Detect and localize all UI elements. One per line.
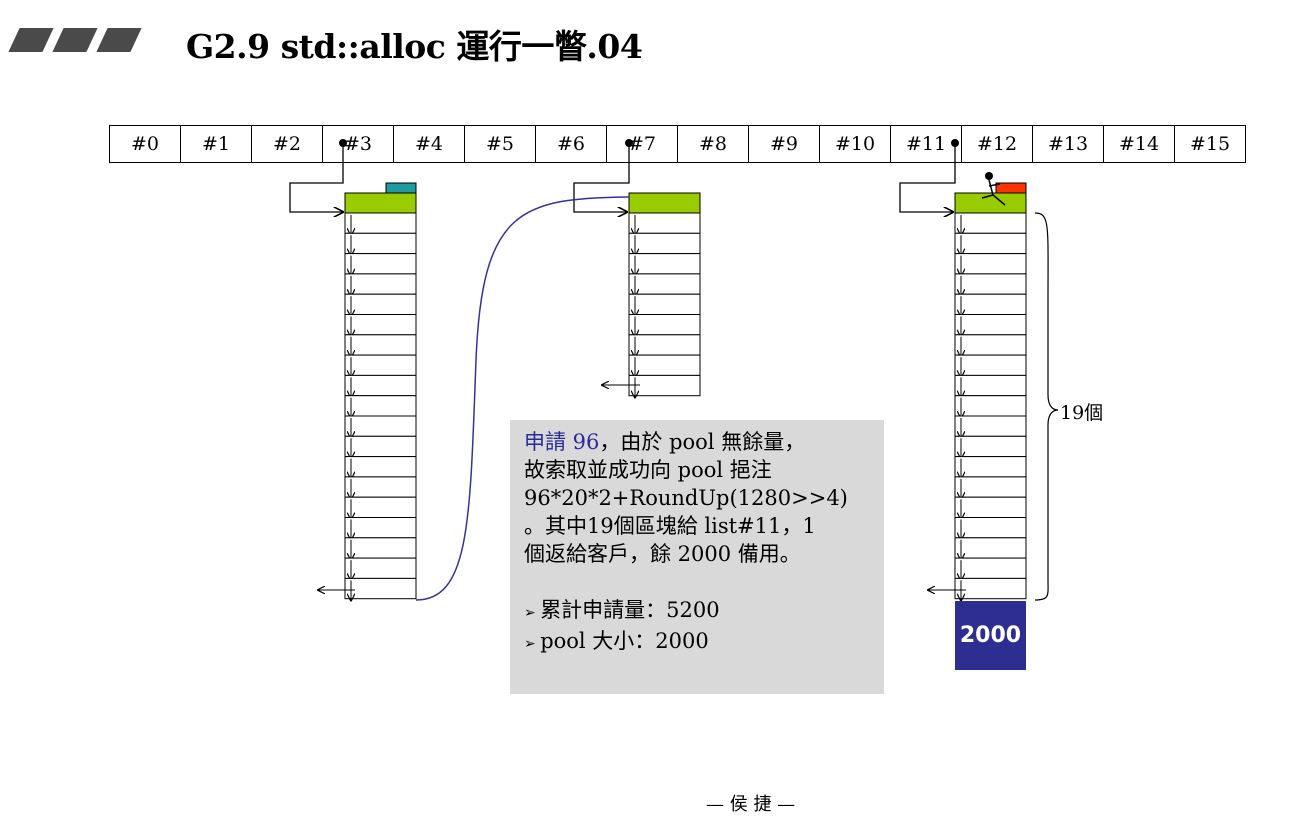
slot-0: #0 — [109, 125, 181, 163]
list7-chunk — [628, 212, 701, 234]
list11-chunk — [954, 354, 1027, 376]
list3-chunk — [344, 476, 417, 498]
slot11-pointer — [899, 143, 956, 212]
list11-chunk — [954, 435, 1027, 458]
list11-chunk — [954, 293, 1027, 316]
list11-chunk — [954, 232, 1027, 255]
bullet-total-requested: 累計申請量：5200 — [524, 596, 870, 627]
slot-13: #13 — [1032, 125, 1104, 163]
slot-6: #6 — [535, 125, 607, 163]
list3-chunk — [344, 395, 417, 417]
page-title: G2.9 std::alloc 運行一瞥.04 — [186, 27, 643, 66]
slot-7: #7 — [606, 125, 678, 163]
figure-head-icon — [985, 172, 993, 180]
slot-3: #3 — [322, 125, 394, 163]
list7-chunk — [628, 253, 701, 275]
list3-chunk — [344, 314, 417, 336]
slot-2: #2 — [251, 125, 323, 163]
list3-tag — [385, 182, 417, 194]
list3-chunk — [344, 537, 417, 559]
list11-chunk — [954, 517, 1027, 539]
slot-8: #8 — [677, 125, 749, 163]
list11-chunk — [954, 273, 1027, 295]
list3-chunk — [344, 354, 417, 376]
list3-chunk — [344, 212, 417, 234]
list7-chunk — [628, 314, 701, 336]
list3-chunk — [344, 456, 417, 478]
list3-header — [344, 192, 417, 214]
slot-5: #5 — [464, 125, 536, 163]
list3-chunk — [344, 415, 417, 437]
slot7-pointer — [573, 143, 630, 212]
list11-chunk — [954, 253, 1027, 275]
list7-chunk — [628, 293, 701, 316]
list11-chunk — [954, 456, 1027, 478]
slot-12: #12 — [961, 125, 1033, 163]
slot-9: #9 — [748, 125, 820, 163]
list11-chunk — [954, 557, 1027, 579]
free-list-array: #0 #1 #2 #3 #4 #5 #6 #7 #8 #9 #10 #11 #1… — [109, 125, 1246, 163]
list3-chunk — [344, 496, 417, 519]
slot-4: #4 — [393, 125, 465, 163]
figure-body-icon — [981, 179, 1006, 206]
list11-chunk — [954, 212, 1027, 234]
slot3-pointer — [289, 143, 343, 212]
list3-chunk — [344, 517, 417, 539]
list7-chunk — [628, 354, 701, 376]
list11-chunk — [954, 496, 1027, 519]
pool-link-curve — [415, 196, 630, 601]
list11-tag — [995, 182, 1027, 194]
list11-chunk — [954, 415, 1027, 437]
explanation-note: 申請 96，由於 pool 無餘量， 故索取並成功向 pool 挹注 96*20… — [510, 420, 884, 694]
bullet-pool-size: pool 大小：2000 — [524, 627, 870, 658]
list7-chunk — [628, 273, 701, 295]
list11-chunk — [954, 537, 1027, 559]
slot-1: #1 — [180, 125, 252, 163]
list3-chunk — [344, 577, 417, 600]
author-footer: — 侯 捷 — — [706, 794, 796, 815]
list7-header — [628, 192, 701, 214]
list7-chunk — [628, 374, 701, 397]
list11-chunk — [954, 577, 1027, 600]
pool-remainder-block: 2000 — [955, 601, 1026, 670]
list3-chunk — [344, 435, 417, 458]
list3-chunk — [344, 253, 417, 275]
slot-15: #15 — [1174, 125, 1246, 163]
note-line: 個返給客戶，餘 2000 備用。 — [524, 542, 801, 566]
list3-chunk — [344, 293, 417, 316]
slot-11: #11 — [890, 125, 962, 163]
list3-chunk — [344, 232, 417, 255]
chunk-count-label: 19個 — [1060, 402, 1104, 424]
list3-chunk — [344, 374, 417, 397]
note-line: ，由於 pool 無餘量， — [599, 430, 806, 454]
list11-chunk — [954, 334, 1027, 356]
list3-chunk — [344, 557, 417, 579]
note-line: 96*20*2+RoundUp(1280>>4) — [524, 486, 848, 510]
list11-chunk — [954, 395, 1027, 417]
list11-chunk — [954, 314, 1027, 336]
slot-10: #10 — [819, 125, 891, 163]
note-line: 。其中19個區塊給 list#11，1 — [524, 514, 816, 538]
list7-chunk — [628, 334, 701, 356]
list11-chunk — [954, 476, 1027, 498]
list3-chunk — [344, 334, 417, 356]
list11-chunk — [954, 374, 1027, 397]
chunk-brace — [1034, 212, 1059, 601]
list7-chunk — [628, 232, 701, 255]
note-highlight: 申請 96 — [524, 430, 600, 454]
list3-chunk — [344, 273, 417, 295]
note-line: 故索取並成功向 pool 挹注 — [524, 458, 772, 482]
